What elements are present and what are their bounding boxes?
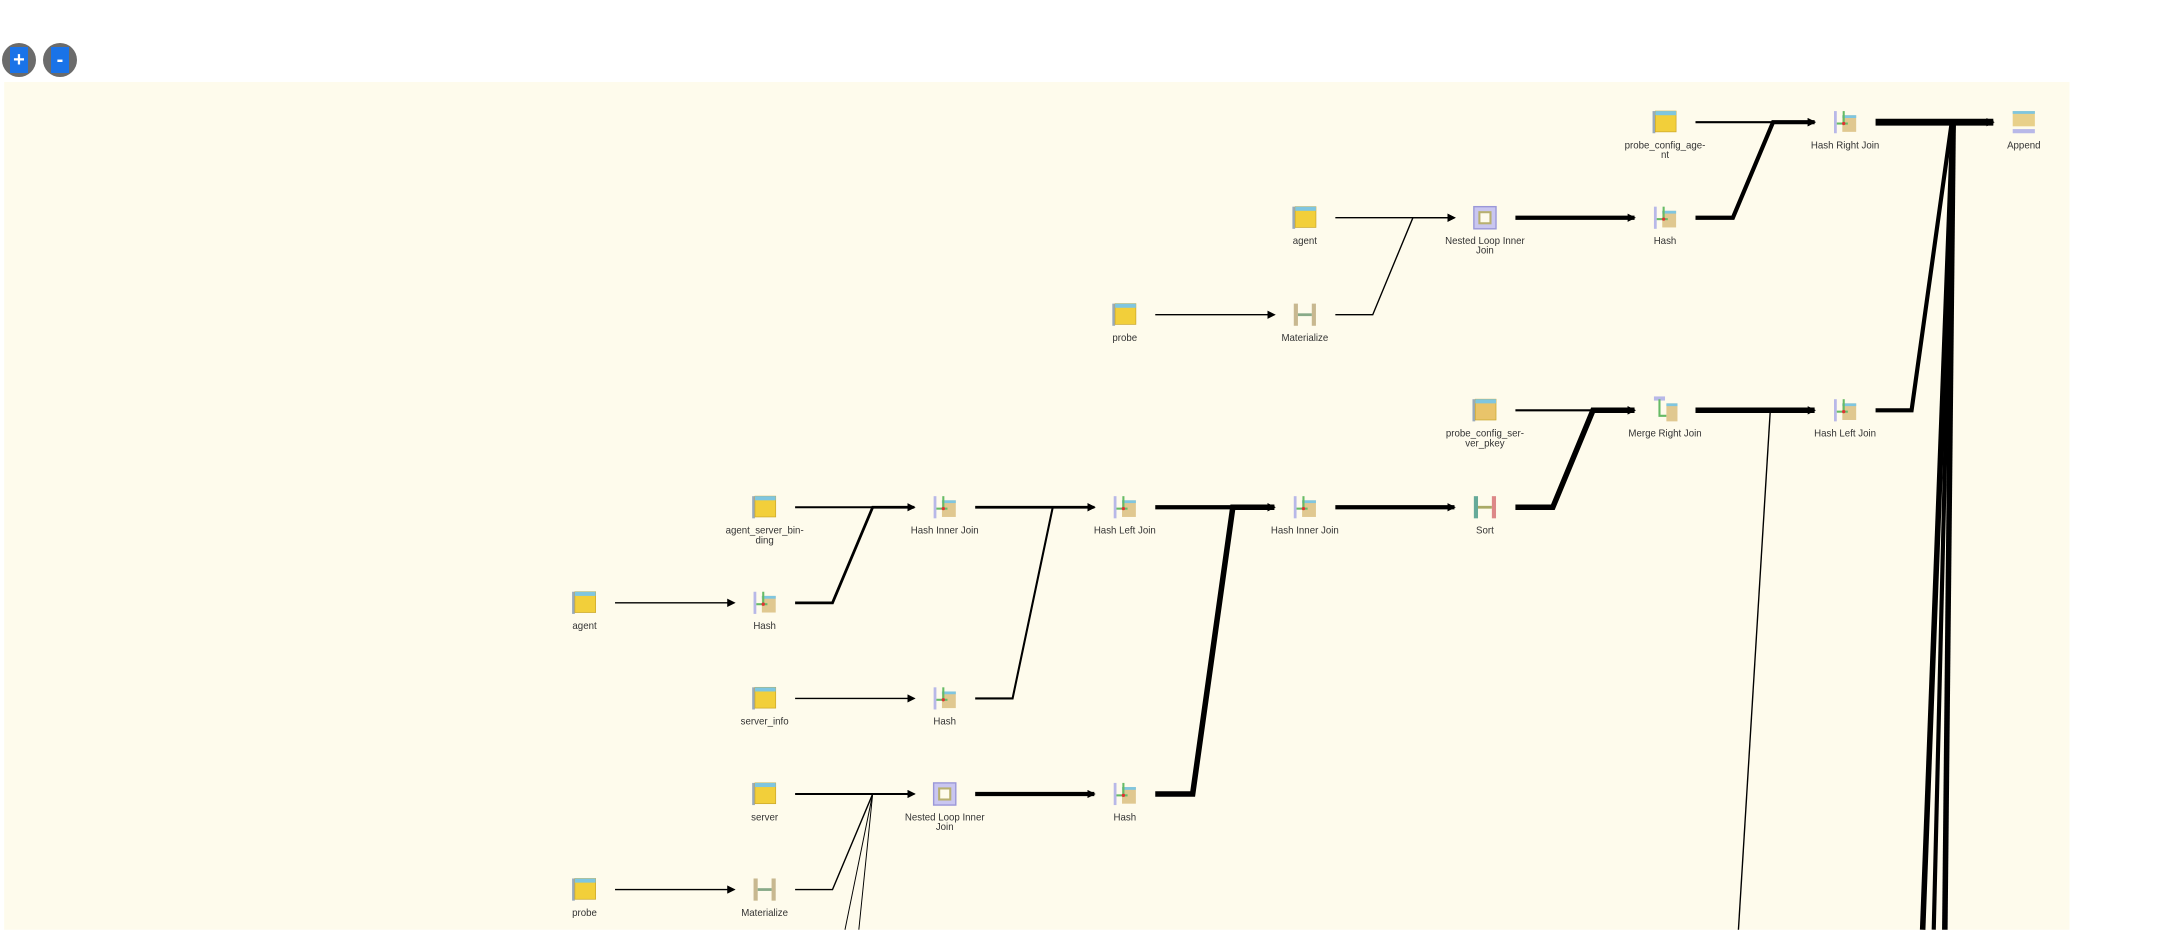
plan-node[interactable]: server <box>751 782 779 823</box>
node-label: Materialize <box>741 908 788 919</box>
plan-node[interactable]: probe <box>1112 303 1137 344</box>
plan-edge <box>844 793 874 930</box>
plan-edge <box>975 503 1096 700</box>
node-label: Hash Inner Join <box>911 526 979 537</box>
hash-icon <box>1113 782 1136 806</box>
hash-join-icon <box>1834 399 1857 422</box>
plan-node[interactable]: Hash <box>753 591 776 632</box>
plan-edge <box>858 793 874 930</box>
plan-node[interactable]: agent_server_bin-ding <box>726 495 804 546</box>
plan-edge <box>795 789 916 891</box>
node-label: probe_config_ser- <box>1446 429 1524 440</box>
plan-node[interactable]: probe_config_ser-ver_pkey <box>1446 398 1524 449</box>
zoom-out-button[interactable]: - <box>43 43 77 77</box>
plus-icon: + <box>10 47 28 73</box>
plan-node[interactable]: Materialize <box>741 878 788 919</box>
plan-node[interactable]: Materialize <box>1281 303 1328 344</box>
node-label: agent <box>1293 236 1318 247</box>
hash-icon <box>933 687 956 710</box>
node-label: server_info <box>741 717 789 728</box>
plan-node[interactable]: Hash Inner Join <box>1271 496 1339 537</box>
plan-edge <box>1515 406 1636 511</box>
node-label: Nested Loop Inner <box>905 812 985 823</box>
plan-node[interactable]: Merge Right Join <box>1628 396 1702 440</box>
node-label: Hash <box>753 621 776 632</box>
plan-node[interactable]: agent <box>1292 206 1318 247</box>
plan-edge <box>795 503 916 605</box>
append-icon <box>2012 111 2035 134</box>
merge-join-icon <box>1653 396 1678 422</box>
hash-join-icon <box>1834 111 1857 134</box>
table-icon <box>1292 206 1317 229</box>
plan-node[interactable]: server_info <box>741 686 789 728</box>
node-label: Hash Inner Join <box>1271 526 1339 537</box>
node-label: nt <box>1661 150 1669 161</box>
node-label: probe <box>1112 333 1137 344</box>
plan-node[interactable]: Sort <box>1473 496 1497 537</box>
node-label: Merge Right Join <box>1628 429 1701 440</box>
node-label: probe_config_age- <box>1625 140 1706 151</box>
node-label: Nested Loop Inner <box>1445 236 1525 247</box>
materialize-icon <box>1293 303 1316 326</box>
node-label: Materialize <box>1281 333 1328 344</box>
nested-loop-icon <box>1473 205 1497 230</box>
node-label: Join <box>1476 246 1494 257</box>
plan-edge <box>1737 410 1771 930</box>
node-label: Join <box>936 822 954 833</box>
node-label: ding <box>755 535 773 546</box>
plan-edge <box>1942 122 1956 930</box>
table-icon <box>752 686 777 710</box>
plan-edge <box>1155 503 1276 797</box>
hash-join-icon <box>933 496 956 519</box>
hash-icon <box>753 591 776 614</box>
plan-edge <box>1335 213 1456 316</box>
node-label: server <box>751 812 779 823</box>
hash-join-icon <box>1113 496 1136 519</box>
plan-edge <box>1875 118 1995 413</box>
node-label: Hash <box>933 717 956 728</box>
table-icon <box>1112 303 1137 326</box>
plan-node[interactable]: Hash <box>1113 782 1136 823</box>
node-label: probe <box>572 908 597 919</box>
hash-join-icon <box>1293 496 1316 519</box>
plan-node[interactable]: Hash Left Join <box>1094 496 1156 537</box>
node-label: agent <box>572 621 597 632</box>
plan-node[interactable]: Hash Left Join <box>1814 399 1876 440</box>
table-icon <box>1652 110 1677 134</box>
node-label: Sort <box>1476 526 1494 537</box>
plan-node[interactable]: probe <box>572 878 597 919</box>
plan-node[interactable]: Append <box>2007 111 2040 151</box>
node-label: agent_server_bin- <box>726 526 804 537</box>
nested-loop-icon <box>932 782 957 806</box>
table-icon <box>752 495 777 519</box>
node-label: Append <box>2007 140 2040 151</box>
node-label: Hash Left Join <box>1094 526 1156 537</box>
hash-icon <box>1653 206 1677 229</box>
plan-node[interactable]: Hash Right Join <box>1811 111 1879 151</box>
plan-node[interactable]: Hash <box>1653 206 1677 247</box>
node-label: Hash <box>1113 812 1136 823</box>
minus-icon: - <box>51 47 69 73</box>
sort-icon <box>1473 496 1497 519</box>
plan-node[interactable]: probe_config_age-nt <box>1625 110 1706 161</box>
plan-node[interactable]: agent <box>572 591 597 632</box>
node-label: Hash Left Join <box>1814 429 1876 440</box>
materialize-icon <box>753 878 776 901</box>
table-icon <box>572 591 596 614</box>
plan-node[interactable]: Hash <box>933 687 956 728</box>
node-label: Hash <box>1654 236 1677 247</box>
index-icon <box>1472 398 1497 422</box>
table-icon <box>752 782 777 806</box>
node-label: ver_pkey <box>1465 438 1504 449</box>
plan-edge <box>1695 118 1817 220</box>
zoom-in-button[interactable]: + <box>2 43 36 77</box>
node-label: Hash Right Join <box>1811 140 1879 151</box>
table-icon <box>572 878 596 901</box>
plan-node[interactable]: Hash Inner Join <box>911 496 979 537</box>
